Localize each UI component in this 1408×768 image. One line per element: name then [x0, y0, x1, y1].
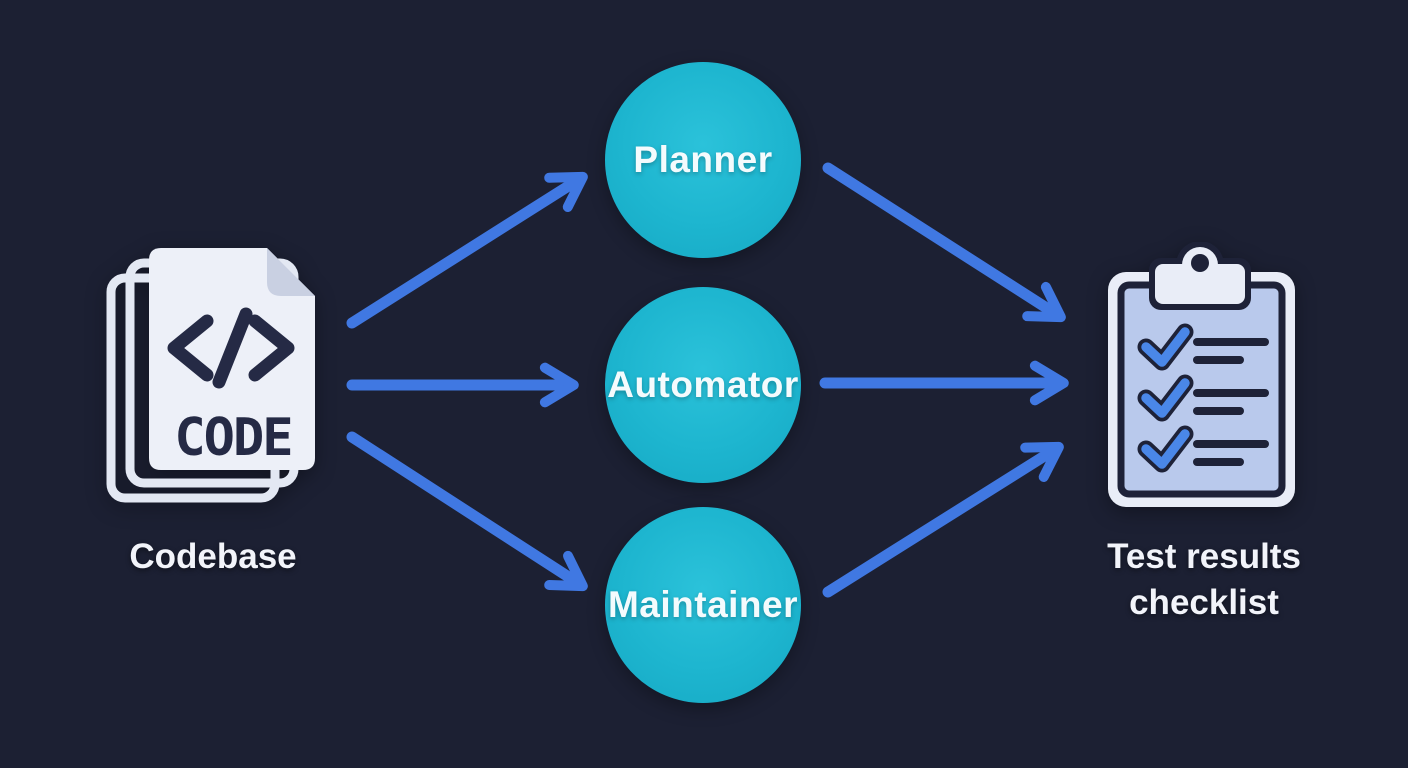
- checklist-row-3: [1137, 425, 1269, 473]
- checklist-row-2: [1137, 374, 1269, 422]
- node-planner-label: Planner: [633, 139, 773, 180]
- node-maintainer: Maintainer: [605, 507, 801, 703]
- test-results-label-line2: checklist: [1129, 583, 1279, 622]
- check-icon: [1141, 429, 1190, 469]
- clip-hole: [1191, 254, 1209, 272]
- arrow-planner-to-checklist: [822, 162, 1066, 323]
- checklist-clipboard-icon: [1108, 242, 1295, 507]
- code-word-text: CODE: [174, 408, 291, 468]
- folded-corner: [267, 248, 315, 296]
- code-file-stack-icon: CODE: [106, 248, 315, 503]
- codebase-label: Codebase: [129, 537, 297, 576]
- arrow-codebase-to-maintainer: [346, 431, 588, 592]
- arrow-maintainer-to-checklist: [822, 441, 1064, 598]
- check-icon: [1141, 378, 1190, 418]
- node-automator: Automator: [605, 287, 801, 483]
- node-maintainer-label: Maintainer: [607, 584, 799, 625]
- clipboard-clip: [1149, 242, 1251, 310]
- code-brackets-glyph: [167, 307, 295, 389]
- node-planner: Planner: [605, 62, 801, 258]
- check-icon: [1141, 327, 1190, 367]
- checklist-row-1: [1137, 323, 1269, 371]
- node-automator-label: Automator: [607, 364, 799, 405]
- arrow-codebase-to-planner: [346, 171, 588, 329]
- test-results-label-line1: Test results: [1107, 537, 1301, 576]
- test-results-label: Test results checklist: [1044, 534, 1364, 626]
